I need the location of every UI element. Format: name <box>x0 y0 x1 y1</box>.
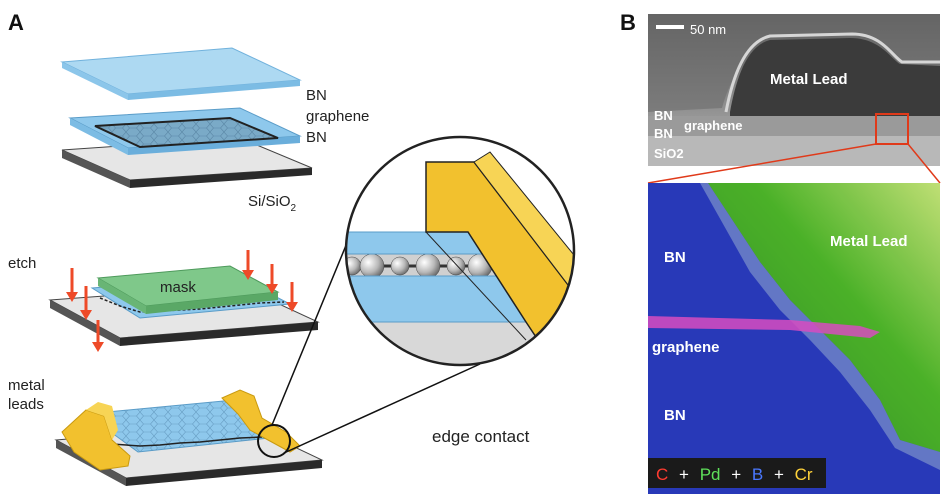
zoom-source-circle <box>257 424 291 458</box>
legend-cr: Cr <box>795 465 813 484</box>
tem-label-bn-1: BN <box>654 108 673 123</box>
tem-label-graphene: graphene <box>684 118 743 133</box>
legend-plus-1: + <box>679 465 689 484</box>
graphene-atoms <box>346 253 493 279</box>
scale-bar-label: 50 nm <box>690 22 726 37</box>
scale-bar <box>656 25 684 29</box>
etch-arrows <box>66 250 298 352</box>
tem-label-metal-lead: Metal Lead <box>770 71 848 88</box>
legend-c: C <box>656 465 668 484</box>
label-mask: mask <box>160 279 196 296</box>
legend-plus-3: + <box>774 465 784 484</box>
eels-label-bn-top: BN <box>664 249 686 266</box>
eels-legend-text: C + Pd + B + Cr <box>656 465 813 484</box>
eels-label-bn-bottom: BN <box>664 407 686 424</box>
label-bn-bottom: BN <box>306 129 327 146</box>
zoom-line-bottom <box>283 363 481 454</box>
label-bn-top: BN <box>306 87 327 104</box>
legend-b: B <box>752 465 763 484</box>
label-metal-line2: leads <box>8 396 44 413</box>
roi-line-right <box>907 143 941 184</box>
tem-label-sio2: SiO2 <box>654 146 684 161</box>
panel-a-letter: A <box>8 10 24 35</box>
tem-roi-box <box>875 113 909 145</box>
tem-image <box>648 14 940 166</box>
stack-graphene <box>94 116 279 149</box>
metal-lead-left <box>61 402 131 471</box>
label-graphene: graphene <box>306 108 369 125</box>
legend-plus-2: + <box>731 465 741 484</box>
label-etch: etch <box>8 255 36 272</box>
label-substrate: Si/SiO2 <box>248 193 297 214</box>
eels-label-graphene: graphene <box>652 339 720 356</box>
mask: mask <box>96 265 280 314</box>
tem-label-bn-2: BN <box>654 126 673 141</box>
label-metal-line1: metal <box>8 377 45 394</box>
panel-b-letter: B <box>620 10 636 35</box>
roi-line-left <box>647 143 877 184</box>
eels-label-metal-lead: Metal Lead <box>830 233 908 250</box>
eels-legend <box>648 458 826 488</box>
eels-map <box>648 183 940 494</box>
label-edge-contact: edge contact <box>432 427 530 446</box>
zoom-circle <box>344 135 576 367</box>
legend-pd: Pd <box>700 465 721 484</box>
stack-bn-top <box>60 47 302 100</box>
